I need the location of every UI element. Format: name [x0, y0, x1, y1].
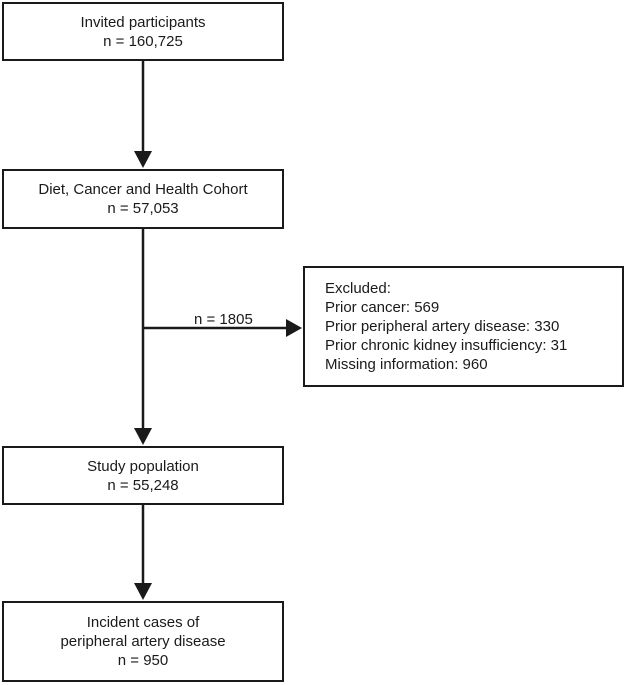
- study-count: n = 55,248: [107, 476, 179, 494]
- excluded-box: Excluded: Prior cancer: 569 Prior periph…: [303, 266, 624, 387]
- study-title: Study population: [87, 457, 199, 475]
- excluded-item: Prior chronic kidney insufficiency: 31: [325, 337, 568, 354]
- cohort-title: Diet, Cancer and Health Cohort: [38, 181, 248, 198]
- cohort-box: Diet, Cancer and Health Cohort n = 57,05…: [2, 169, 284, 229]
- study-population-box: Study population n = 55,248: [2, 446, 284, 505]
- incident-count: n = 950: [117, 652, 169, 669]
- incident-title-line2: peripheral artery disease: [60, 633, 226, 650]
- incident-cases-box: Incident cases of peripheral artery dise…: [2, 601, 284, 682]
- arrowhead-study-to-incident: [134, 583, 152, 600]
- arrowhead-invited-to-cohort: [134, 151, 152, 168]
- excluded-item: Prior peripheral artery disease: 330: [325, 318, 560, 335]
- excluded-item: Missing information: 960: [325, 356, 488, 373]
- invited-count: n = 160,725: [103, 32, 183, 50]
- arrowhead-to-excluded: [286, 319, 302, 337]
- arrowhead-cohort-to-study: [134, 428, 152, 445]
- invited-participants-box: Invited participants n = 160,725: [2, 2, 284, 61]
- excluded-heading: Excluded:: [325, 280, 391, 297]
- excluded-item: Prior cancer: 569: [325, 299, 440, 316]
- incident-title-line1: Incident cases of: [86, 614, 200, 631]
- cohort-count: n = 57,053: [107, 200, 179, 217]
- excluded-count-label: n = 1805: [194, 311, 253, 328]
- invited-title: Invited participants: [80, 13, 206, 31]
